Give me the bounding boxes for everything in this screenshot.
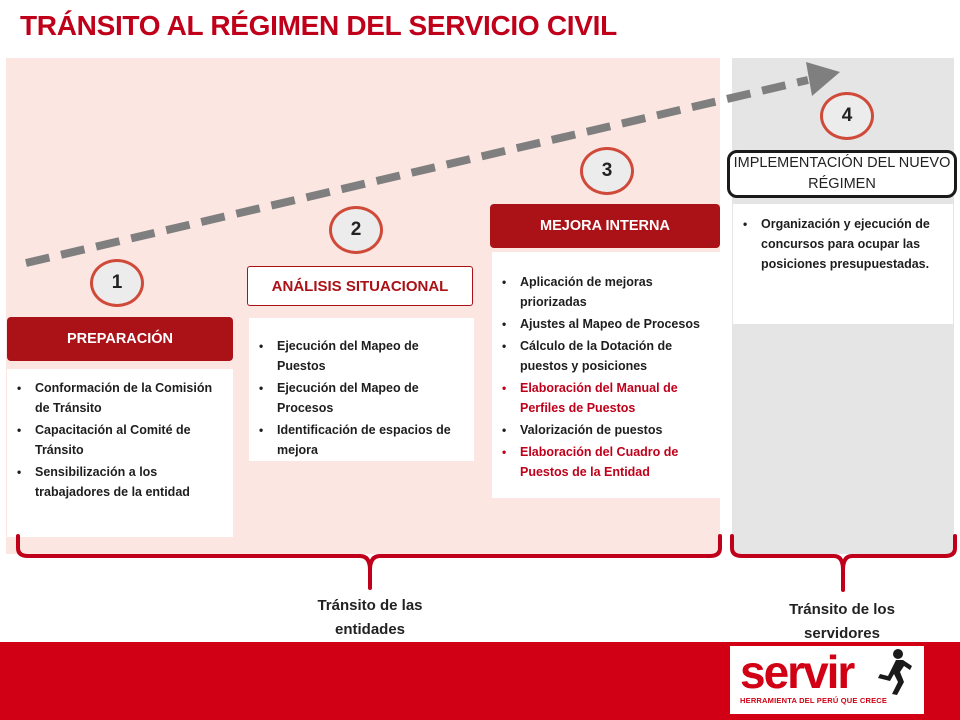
stage-3-box: Aplicación de mejoras priorizadas Ajuste… [492, 252, 720, 498]
list-item: Ajustes al Mapeo de Procesos [492, 314, 716, 334]
stage-2-box: Ejecución del Mapeo de Puestos Ejecución… [249, 318, 474, 461]
stage-4-box: Organización y ejecución de concursos pa… [733, 204, 953, 324]
stage-3-list: Aplicación de mejoras priorizadas Ajuste… [492, 272, 716, 482]
servants-bracket [730, 534, 957, 592]
list-item: Capacitación al Comité de Tránsito [7, 420, 229, 460]
list-item: Ejecución del Mapeo de Puestos [249, 336, 470, 376]
stage-2-list: Ejecución del Mapeo de Puestos Ejecución… [249, 336, 470, 460]
list-item: Aplicación de mejoras priorizadas [492, 272, 716, 312]
list-item: Ejecución del Mapeo de Procesos [249, 378, 470, 418]
stage-1-number: 1 [90, 259, 144, 307]
stage-4-header: IMPLEMENTACIÓN DEL NUEVO RÉGIMEN [727, 150, 957, 198]
stage-1-list: Conformación de la Comisión de Tránsito … [7, 378, 229, 502]
stage-4-number: 4 [820, 92, 874, 140]
list-item: Sensibilización a los trabajadores de la… [7, 462, 229, 502]
servir-logo: servir HERRAMIENTA DEL PERÚ QUE CRECE [730, 646, 924, 714]
stage-4-list: Organización y ejecución de concursos pa… [733, 214, 947, 274]
list-item: Conformación de la Comisión de Tránsito [7, 378, 229, 418]
servants-transit-label: Tránsito de los servidores [789, 601, 895, 642]
running-figure-icon [878, 649, 912, 695]
list-item: Organización y ejecución de concursos pa… [733, 214, 947, 274]
page-title: TRÁNSITO AL RÉGIMEN DEL SERVICIO CIVIL [20, 10, 617, 41]
stage-3-header: MEJORA INTERNA [490, 204, 720, 248]
list-item: Elaboración del Manual de Perfiles de Pu… [492, 378, 716, 418]
entities-bracket [16, 534, 722, 590]
logo-tagline: HERRAMIENTA DEL PERÚ QUE CRECE [740, 696, 888, 705]
stage-2-number: 2 [329, 206, 383, 254]
stage-1-header: PREPARACIÓN [7, 317, 233, 361]
entities-transit-label: Tránsito de las entidades [317, 597, 423, 638]
list-item: Elaboración del Cuadro de Puestos de la … [492, 442, 716, 482]
list-item: Cálculo de la Dotación de puestos y posi… [492, 336, 716, 376]
stage-1-box: Conformación de la Comisión de Tránsito … [7, 369, 233, 537]
logo-wordmark: servir [740, 646, 855, 698]
list-item: Identificación de espacios de mejora [249, 420, 470, 460]
stage-2-header: ANÁLISIS SITUACIONAL [247, 266, 473, 306]
stage-3-number: 3 [580, 147, 634, 195]
list-item: Valorización de puestos [492, 420, 716, 440]
